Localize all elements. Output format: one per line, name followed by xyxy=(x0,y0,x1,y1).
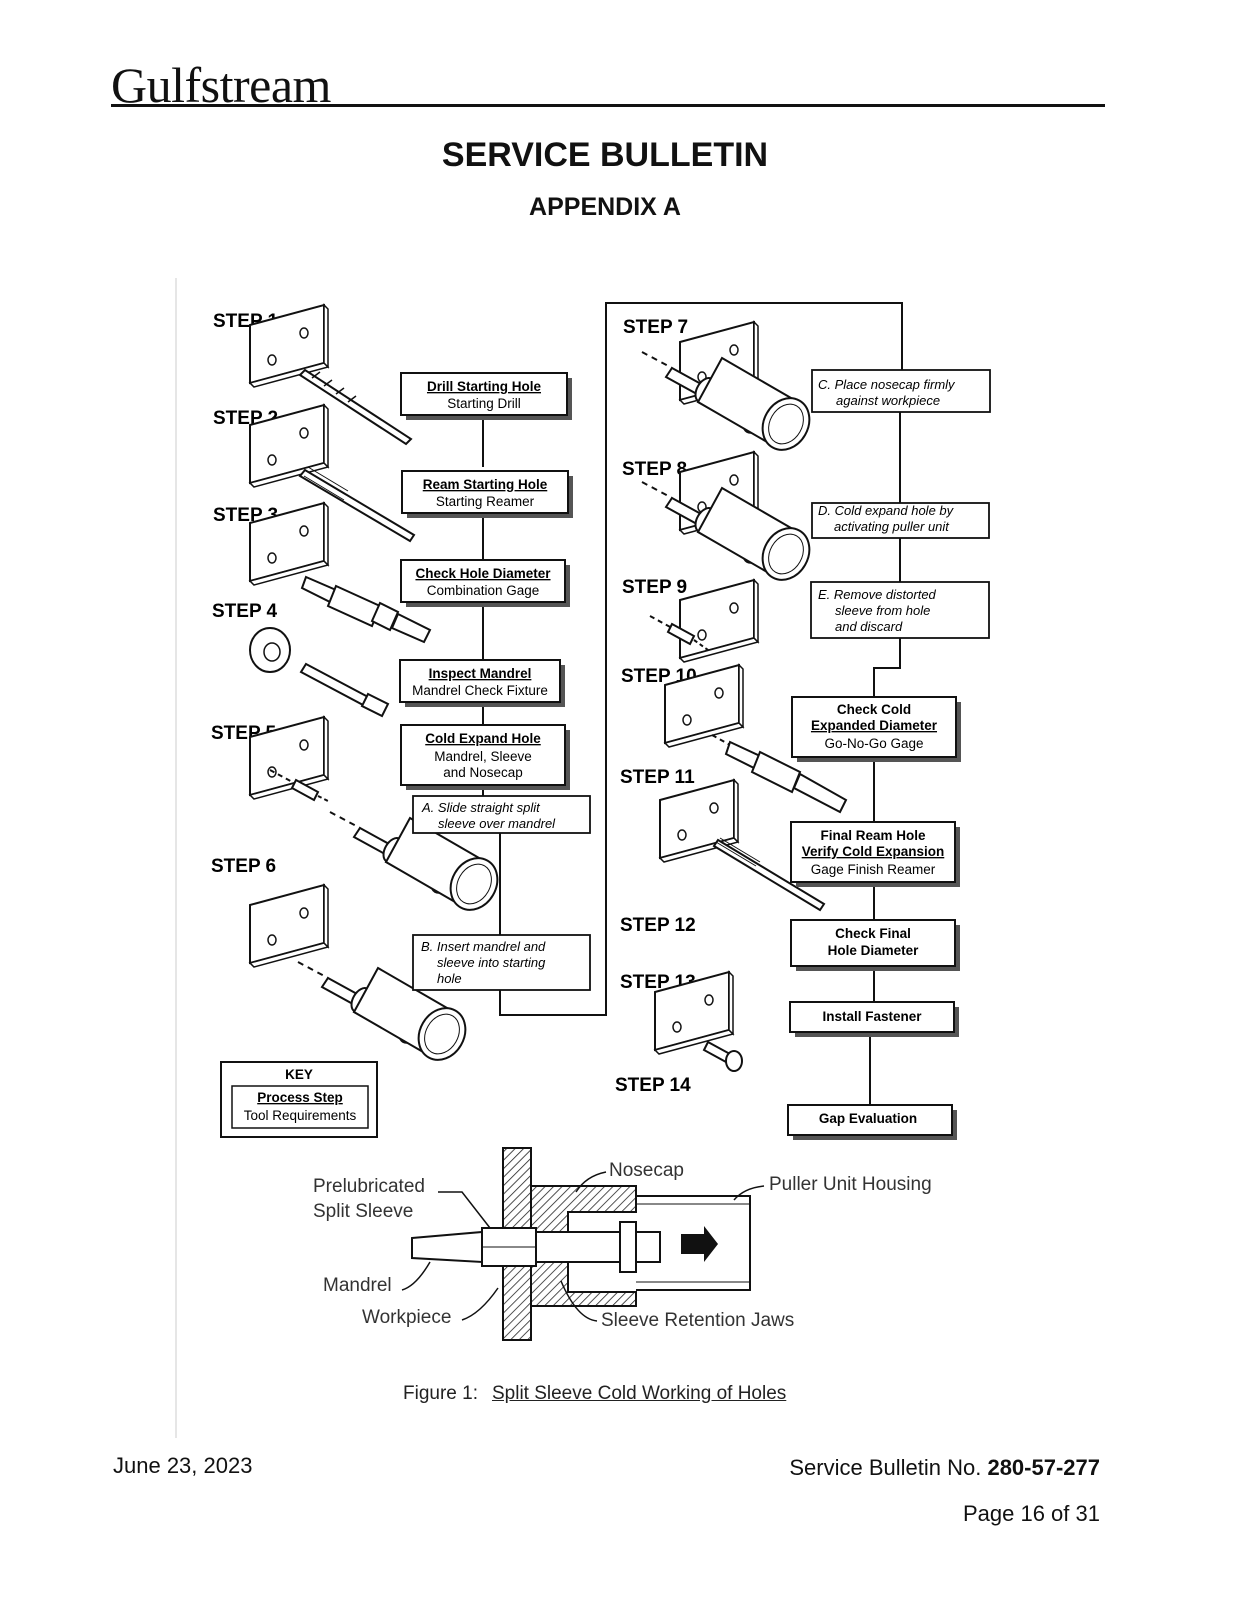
figure-caption: Figure 1: Split Sleeve Cold Working of Ho… xyxy=(403,1383,786,1405)
step-label: STEP 9 xyxy=(622,577,687,598)
note-box-e: E. Remove distorted sleeve from hole and… xyxy=(810,581,990,639)
mandrel-check-fixture-icon xyxy=(249,627,390,718)
label-puller-unit-housing: Puller Unit Housing xyxy=(769,1174,932,1195)
step-label: STEP 4 xyxy=(212,601,278,622)
svg-text:Combination Gage: Combination Gage xyxy=(427,583,540,598)
starting-drill-icon xyxy=(298,368,413,446)
page-title: SERVICE BULLETIN xyxy=(441,136,769,174)
footer-date: June 23, 2023 xyxy=(113,1453,253,1478)
finish-reamer-icon xyxy=(712,837,826,912)
footer-page-number: Page 16 of 31 xyxy=(962,1501,1100,1526)
brand-logo: Gulfstream xyxy=(111,57,331,113)
svg-text:and discard: and discard xyxy=(835,619,903,634)
process-box-ream: Ream Starting Hole Starting Reamer xyxy=(401,470,573,518)
footer-bulletin-number: Service Bulletin No. 280-57-277 xyxy=(789,1455,1100,1480)
header-rule xyxy=(111,104,1105,107)
workpiece-plate xyxy=(679,579,759,663)
svg-text:D. Cold expand hole by: D. Cold expand hole by xyxy=(818,503,955,518)
svg-text:Install Fastener: Install Fastener xyxy=(822,1009,922,1024)
step-label: STEP 12 xyxy=(620,915,696,936)
label-split-sleeve: Split Sleeve xyxy=(313,1201,413,1222)
page-subtitle: APPENDIX A xyxy=(529,193,681,221)
svg-text:Go-No-Go Gage: Go-No-Go Gage xyxy=(824,736,923,751)
svg-text:C. Place nosecap firmly: C. Place nosecap firmly xyxy=(818,377,956,392)
svg-text:Inspect Mandrel: Inspect Mandrel xyxy=(429,666,532,681)
svg-text:Expanded Diameter: Expanded Diameter xyxy=(811,718,938,733)
process-box-check-cold: Check Cold Expanded Diameter Go-No-Go Ga… xyxy=(791,696,961,762)
svg-text:Mandrel, Sleeve: Mandrel, Sleeve xyxy=(434,749,532,764)
svg-text:sleeve over mandrel: sleeve over mandrel xyxy=(438,816,556,831)
svg-text:Gap Evaluation: Gap Evaluation xyxy=(819,1111,917,1126)
starting-reamer-icon xyxy=(298,466,416,543)
svg-text:Tool Requirements: Tool Requirements xyxy=(244,1108,357,1123)
combination-gage-icon xyxy=(300,575,432,644)
label-nosecap: Nosecap xyxy=(609,1160,684,1181)
svg-text:Starting Drill: Starting Drill xyxy=(447,396,521,411)
process-box-drill: Drill Starting Hole Starting Drill xyxy=(400,372,572,420)
svg-text:Mandrel Check Fixture: Mandrel Check Fixture xyxy=(412,683,548,698)
svg-text:Check Hole Diameter: Check Hole Diameter xyxy=(415,566,551,581)
label-mandrel: Mandrel xyxy=(323,1275,392,1296)
process-box-cold-expand: Cold Expand Hole Mandrel, Sleeve and Nos… xyxy=(400,724,570,790)
svg-text:sleeve into starting: sleeve into starting xyxy=(437,955,546,970)
process-box-final-ream: Final Ream Hole Verify Cold Expansion Ga… xyxy=(790,821,960,887)
process-box-inspect-mandrel: Inspect Mandrel Mandrel Check Fixture xyxy=(399,659,565,707)
svg-text:hole: hole xyxy=(437,971,462,986)
process-box-check-final: Check Final Hole Diameter xyxy=(790,919,960,971)
process-box-check-hole: Check Hole Diameter Combination Gage xyxy=(400,559,570,607)
step-label: STEP 6 xyxy=(211,856,276,877)
process-box-install: Install Fastener xyxy=(789,1001,959,1037)
puller-unit-icon xyxy=(641,481,820,590)
puller-unit-icon xyxy=(641,351,820,460)
figure-caption-title: Split Sleeve Cold Working of Holes xyxy=(491,1383,787,1404)
step-label: STEP 14 xyxy=(615,1075,691,1096)
svg-text:and Nosecap: and Nosecap xyxy=(443,765,523,780)
cross-section-detail xyxy=(411,1147,751,1341)
svg-text:Hole Diameter: Hole Diameter xyxy=(828,943,920,958)
svg-text:against workpiece: against workpiece xyxy=(836,393,940,408)
step-label: STEP 11 xyxy=(620,767,695,788)
step-label: STEP 7 xyxy=(623,317,688,338)
svg-text:sleeve from hole: sleeve from hole xyxy=(835,603,930,618)
svg-text:Verify Cold Expansion: Verify Cold Expansion xyxy=(802,844,945,859)
note-box-d: D. Cold expand hole by activating puller… xyxy=(811,502,990,539)
label-workpiece: Workpiece xyxy=(362,1307,451,1328)
svg-text:KEY: KEY xyxy=(285,1067,313,1082)
label-prelubricated: Prelubricated xyxy=(313,1176,425,1197)
svg-text:Starting Reamer: Starting Reamer xyxy=(436,494,535,509)
workpiece-plate xyxy=(249,884,329,968)
note-box-a: A. Slide straight split sleeve over mand… xyxy=(412,795,591,834)
step-label: STEP 8 xyxy=(622,459,687,480)
svg-text:B. Insert mandrel and: B. Insert mandrel and xyxy=(421,939,546,954)
label-sleeve-retention-jaws: Sleeve Retention Jaws xyxy=(601,1310,794,1331)
svg-text:Check Final: Check Final xyxy=(835,926,911,941)
note-box-c: C. Place nosecap firmly against workpiec… xyxy=(811,369,991,413)
svg-text:Check Cold: Check Cold xyxy=(837,702,911,717)
svg-text:Ream Starting Hole: Ream Starting Hole xyxy=(423,477,548,492)
svg-text:E. Remove distorted: E. Remove distorted xyxy=(818,587,937,602)
svg-text:Cold Expand Hole: Cold Expand Hole xyxy=(425,731,541,746)
svg-text:A. Slide straight split: A. Slide straight split xyxy=(421,800,541,815)
svg-text:Final Ream Hole: Final Ream Hole xyxy=(820,828,926,843)
split-sleeve-icon xyxy=(269,769,331,803)
figure-caption-label: Figure 1: xyxy=(403,1383,478,1404)
svg-text:Drill Starting Hole: Drill Starting Hole xyxy=(427,379,542,394)
svg-text:activating puller unit: activating puller unit xyxy=(834,519,950,534)
key-legend: KEY Process Step Tool Requirements xyxy=(220,1061,378,1138)
svg-text:Gage Finish Reamer: Gage Finish Reamer xyxy=(811,862,936,877)
process-box-gap: Gap Evaluation xyxy=(787,1104,957,1140)
note-box-b: B. Insert mandrel and sleeve into starti… xyxy=(412,934,591,991)
fastener-icon xyxy=(702,1040,743,1072)
go-no-go-gage-icon xyxy=(711,734,848,814)
distorted-sleeve-icon xyxy=(649,615,709,651)
svg-text:Process Step: Process Step xyxy=(257,1090,343,1105)
